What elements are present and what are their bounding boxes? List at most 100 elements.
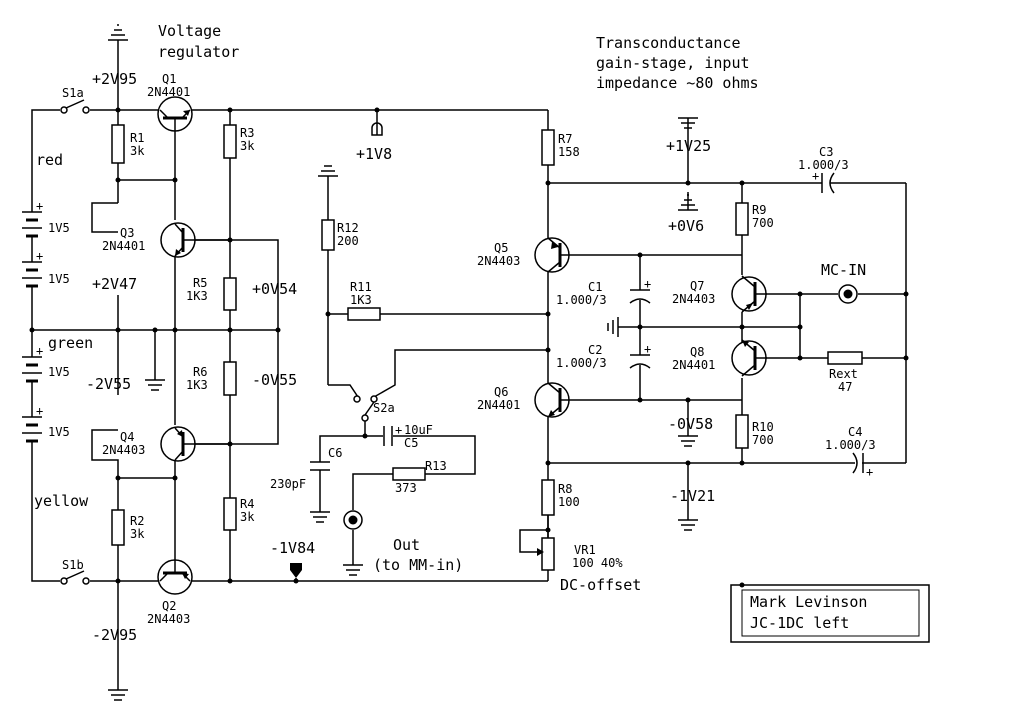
r1-value: 3k — [130, 144, 145, 158]
title-block-line2: JC-1DC left — [750, 614, 849, 632]
c1-value: 1.000/3 — [556, 293, 607, 307]
resistor-r8 — [541, 479, 555, 516]
switch-label-s1a: S1a — [62, 86, 84, 100]
ground-symbols — [108, 24, 698, 701]
q3-type: 2N4401 — [102, 239, 145, 253]
r3-ref: R3 — [240, 126, 254, 140]
resistor-r3 — [223, 124, 237, 159]
switch-label-s1b: S1b — [62, 558, 84, 572]
svg-text:+: + — [36, 344, 43, 358]
r5-value: 1K3 — [186, 289, 208, 303]
transistor-q4 — [160, 426, 196, 462]
mc-in-label: MC-IN — [821, 261, 866, 279]
potentiometer-vr1 — [537, 515, 555, 571]
r9-ref: R9 — [752, 203, 766, 217]
vr1-value: 100 40% — [572, 556, 623, 570]
transistor-q7 — [731, 275, 767, 313]
rail-label-p2v95: +2V95 — [92, 70, 137, 88]
q8-type: 2N4401 — [672, 358, 715, 372]
r2-value: 3k — [130, 527, 145, 541]
q6-ref: Q6 — [494, 385, 508, 399]
resistor-r5 — [223, 277, 237, 311]
c5-ref: C5 — [404, 436, 418, 450]
r12-value: 200 — [337, 234, 359, 248]
switch-s2a — [353, 395, 378, 422]
vr1-ref: VR1 — [574, 543, 596, 557]
r13-ref: R13 — [425, 459, 447, 473]
q4-type: 2N4403 — [102, 443, 145, 457]
q7-type: 2N4403 — [672, 292, 715, 306]
q2-ref: Q2 — [162, 599, 176, 613]
resistor-r13 — [392, 467, 426, 481]
c3-value: 1.000/3 — [798, 158, 849, 172]
title-block: Mark Levinson JC-1DC left — [730, 582, 930, 643]
c4-value: 1.000/3 — [825, 438, 876, 452]
note-stage-line2: gain-stage, input — [596, 54, 750, 72]
wire-label-green: green — [48, 334, 93, 352]
r9-value: 700 — [752, 216, 774, 230]
rail-label-m2v55: -2V55 — [86, 375, 131, 393]
battery-3: + — [22, 344, 43, 385]
c5-value: 10uF — [404, 423, 433, 437]
resistor-r1 — [111, 124, 125, 164]
transistor-q5 — [534, 237, 572, 273]
wire-label-red: red — [36, 151, 63, 169]
battery-label-4: 1V5 — [48, 425, 70, 439]
note-regulator-line1: Voltage — [158, 22, 221, 40]
capacitor-c6 — [310, 461, 330, 471]
vr1-label: DC-offset — [560, 576, 641, 594]
switch-s1b — [60, 570, 90, 585]
q1-ref: Q1 — [162, 72, 176, 86]
r1-ref: R1 — [130, 131, 144, 145]
svg-text:+: + — [866, 465, 873, 479]
r11-ref: R11 — [350, 280, 372, 294]
resistor-rext — [827, 351, 863, 365]
capacitor-c3: + — [812, 169, 835, 194]
q2-type: 2N4403 — [147, 612, 190, 626]
rext-ref: Rext — [829, 367, 858, 381]
r7-ref: R7 — [558, 132, 572, 146]
c1-ref: C1 — [588, 280, 602, 294]
r3-value: 3k — [240, 139, 255, 153]
svg-text:+: + — [36, 404, 43, 418]
q7-ref: Q7 — [690, 279, 704, 293]
rail-label-p0v54: +0V54 — [252, 280, 297, 298]
battery-1: + — [22, 199, 43, 240]
junctions — [29, 107, 909, 584]
out-label-line1: Out — [393, 536, 420, 554]
capacitor-c2: + — [629, 342, 651, 369]
q1-type: 2N4401 — [147, 85, 190, 99]
r4-value: 3k — [240, 510, 255, 524]
r5-ref: R5 — [193, 276, 207, 290]
svg-text:+: + — [395, 423, 402, 437]
q6-type: 2N4401 — [477, 398, 520, 412]
resistor-r2 — [111, 509, 125, 546]
r10-value: 700 — [752, 433, 774, 447]
rail-label-p0v6: +0V6 — [668, 217, 704, 235]
q4-ref: Q4 — [120, 430, 134, 444]
wire-label-yellow: yellow — [34, 492, 89, 510]
title-block-line1: Mark Levinson — [750, 593, 867, 611]
rail-label-m0v55: -0V55 — [252, 371, 297, 389]
rail-label-p1v8: +1V8 — [356, 145, 392, 163]
rail-label-m1v21: -1V21 — [670, 487, 715, 505]
transistor-q6 — [534, 382, 572, 418]
c3-ref: C3 — [819, 145, 833, 159]
transistor-q8 — [731, 339, 767, 377]
r7-value: 158 — [558, 145, 580, 159]
battery-label-1: 1V5 — [48, 221, 70, 235]
r8-ref: R8 — [558, 482, 572, 496]
resistor-r6 — [223, 361, 237, 396]
q8-ref: Q8 — [690, 345, 704, 359]
r6-value: 1K3 — [186, 378, 208, 392]
svg-text:+: + — [644, 277, 651, 291]
battery-label-2: 1V5 — [48, 272, 70, 286]
capacitor-c4: + — [852, 452, 873, 479]
r12-ref: R12 — [337, 221, 359, 235]
note-stage-line3: impedance ~80 ohms — [596, 74, 759, 92]
svg-text:+: + — [36, 199, 43, 213]
r8-value: 100 — [558, 495, 580, 509]
battery-label-3: 1V5 — [48, 365, 70, 379]
capacitor-c1: + — [629, 277, 651, 304]
